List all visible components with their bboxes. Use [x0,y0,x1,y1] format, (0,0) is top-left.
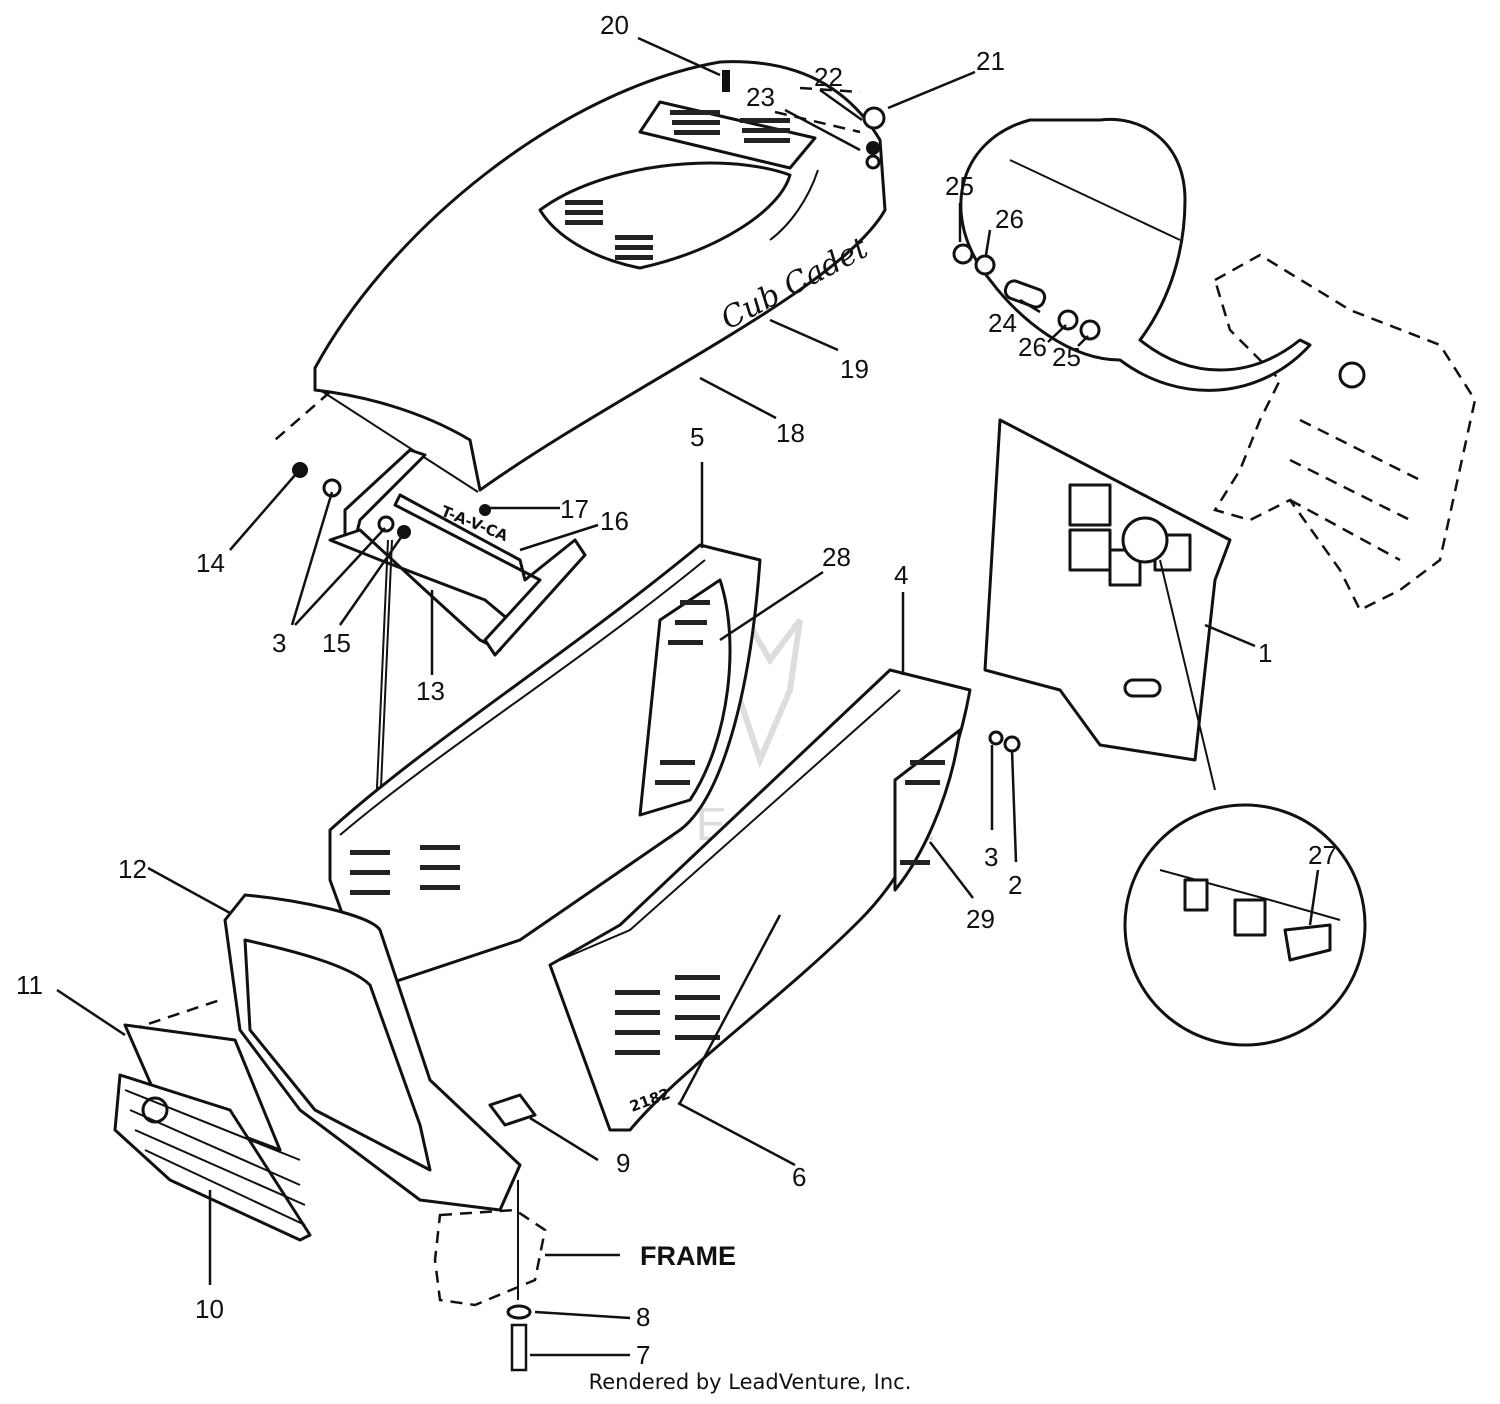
callout-6: 6 [792,1162,806,1192]
callout-13: 13 [416,676,445,706]
callout-8: 8 [636,1302,650,1332]
front-grille [113,1023,312,1242]
right-side-panel: 2182 [548,668,1021,1132]
callout-22: 22 [814,62,843,92]
callout-18: 18 [776,418,805,448]
callout-10: 10 [195,1294,224,1324]
callout-27: 27 [1308,840,1337,870]
frame-label: FRAME [640,1241,736,1271]
callout-20: 20 [600,10,629,40]
callout-17: 17 [560,494,589,524]
callout-26: 26 [995,204,1024,234]
callout-29: 29 [966,904,995,934]
callout-21: 21 [976,46,1005,76]
callout-9: 9 [616,1148,630,1178]
callout-25b: 25 [1052,342,1081,372]
callout-25: 25 [945,171,974,201]
callout-1: 1 [1258,638,1272,668]
hood-brackets: T-A-V-CA [292,448,587,657]
callout-2: 2 [1008,870,1022,900]
callout-7: 7 [636,1340,650,1370]
left-side-panel [328,543,762,992]
leader-lines [56,36,1320,1357]
grille-shroud [223,893,522,1212]
callout-23: 23 [746,82,775,112]
callout-16: 16 [600,506,629,536]
callout-15: 15 [322,628,351,658]
callout-19: 19 [840,354,869,384]
detail-circle-latch [1123,803,1367,1047]
callout-26b: 26 [1018,332,1047,362]
callouts: 20 21 22 23 25 26 24 26 25 19 18 5 28 17… [16,10,1337,1370]
render-credit: Rendered by LeadVenture, Inc. [588,1370,912,1394]
callout-12: 12 [118,854,147,884]
callout-24: 24 [988,308,1017,338]
callout-14: 14 [196,548,225,578]
hood-fasteners [722,70,886,170]
dash-panel [983,418,1232,762]
callout-4: 4 [894,560,908,590]
mount-bracket [488,1093,537,1127]
detail-circle-hinge [952,117,1312,392]
frame-section [433,1180,547,1372]
callout-3b: 3 [984,842,998,872]
callout-11: 11 [16,970,43,1000]
callout-28: 28 [822,542,851,572]
callout-5: 5 [690,422,704,452]
hood: Cub Cadet [313,60,887,493]
callout-3: 3 [272,628,286,658]
